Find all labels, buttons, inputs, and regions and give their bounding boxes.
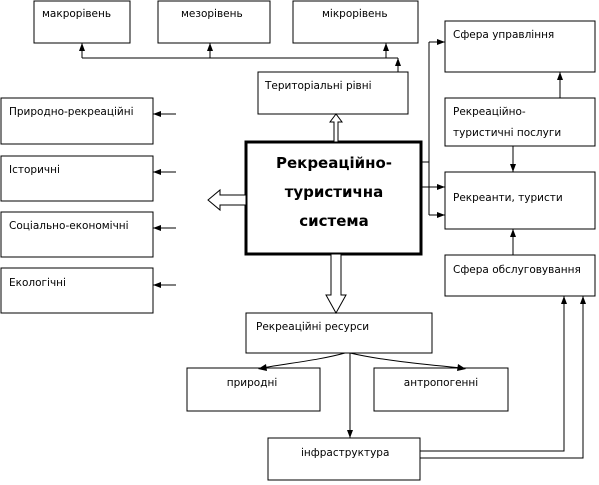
arrowhead-meso bbox=[207, 43, 213, 51]
node-meso-level: мезорівень bbox=[157, 0, 271, 44]
connector-territorial-to-levels bbox=[79, 43, 401, 72]
svg-text:Екологічні: Екологічні bbox=[9, 277, 66, 289]
node-macro-level: макрорівень bbox=[33, 0, 131, 44]
svg-text:мезорівень: мезорівень bbox=[181, 8, 243, 20]
connector-resources bbox=[258, 352, 466, 438]
svg-text:Природно-рекреаційні: Природно-рекреаційні bbox=[9, 106, 134, 118]
node-ecological: Екологічні bbox=[0, 267, 154, 314]
node-anthropogenic-resources: антропогенні bbox=[373, 367, 509, 412]
node-natural-resources: природні bbox=[186, 367, 321, 412]
node-natural-recreational: Природно-рекреаційні bbox=[0, 97, 154, 145]
svg-text:туристична: туристична bbox=[285, 183, 384, 201]
arrowhead-macro bbox=[79, 43, 85, 51]
svg-text:Сфера управління: Сфера управління bbox=[453, 29, 554, 41]
arrowhead-micro bbox=[383, 43, 389, 51]
svg-text:Рекреанти, туристи: Рекреанти, туристи bbox=[453, 192, 563, 204]
node-micro-level: мікрорівень bbox=[292, 0, 419, 44]
connector-factors bbox=[153, 111, 176, 288]
connector-system-to-right bbox=[421, 39, 445, 218]
node-main-system: Рекреаційно- туристична система bbox=[244, 140, 423, 256]
node-recreational-resources: Рекреаційні ресурси bbox=[245, 312, 433, 354]
svg-text:Сфера обслуговування: Сфера обслуговування bbox=[453, 264, 581, 276]
connector-infrastructure-loop bbox=[420, 296, 586, 459]
connector-right-column bbox=[510, 72, 563, 255]
node-tourism-services: Рекреаційно- туристичні послуги bbox=[444, 97, 596, 147]
node-recreants-tourists: Рекреанти, туристи bbox=[444, 171, 596, 230]
node-territorial-levels: Територіальні рівні bbox=[257, 71, 409, 115]
block-arrow-left-to-factors bbox=[207, 188, 247, 212]
node-historical: Історичні bbox=[0, 155, 154, 202]
arrowhead-territorial-top bbox=[395, 58, 401, 66]
svg-text:туристичні послуги: туристичні послуги bbox=[453, 127, 561, 139]
svg-text:Територіальні рівні: Територіальні рівні bbox=[264, 80, 372, 92]
svg-text:Рекреаційно-: Рекреаційно- bbox=[453, 106, 526, 118]
svg-text:Соціально-економічні: Соціально-економічні bbox=[9, 220, 129, 232]
svg-text:макрорівень: макрорівень bbox=[42, 8, 111, 20]
node-socio-economic: Соціально-економічні bbox=[0, 211, 154, 258]
node-management-sphere: Сфера управління bbox=[444, 20, 596, 73]
svg-text:система: система bbox=[299, 212, 369, 230]
svg-text:Рекреаційні ресурси: Рекреаційні ресурси bbox=[256, 321, 369, 333]
svg-text:мікрорівень: мікрорівень bbox=[322, 8, 388, 20]
svg-text:антропогенні: антропогенні bbox=[404, 377, 478, 389]
block-arrow-up-to-territorial bbox=[329, 113, 343, 143]
block-arrow-down-to-resources bbox=[325, 253, 347, 315]
svg-text:інфраструктура: інфраструктура bbox=[301, 447, 389, 459]
svg-text:природні: природні bbox=[227, 377, 278, 389]
svg-text:Історичні: Історичні bbox=[9, 164, 60, 176]
svg-text:Рекреаційно-: Рекреаційно- bbox=[276, 154, 392, 172]
node-service-sphere: Сфера обслуговування bbox=[444, 254, 596, 297]
node-infrastructure: інфраструктура bbox=[267, 437, 421, 481]
